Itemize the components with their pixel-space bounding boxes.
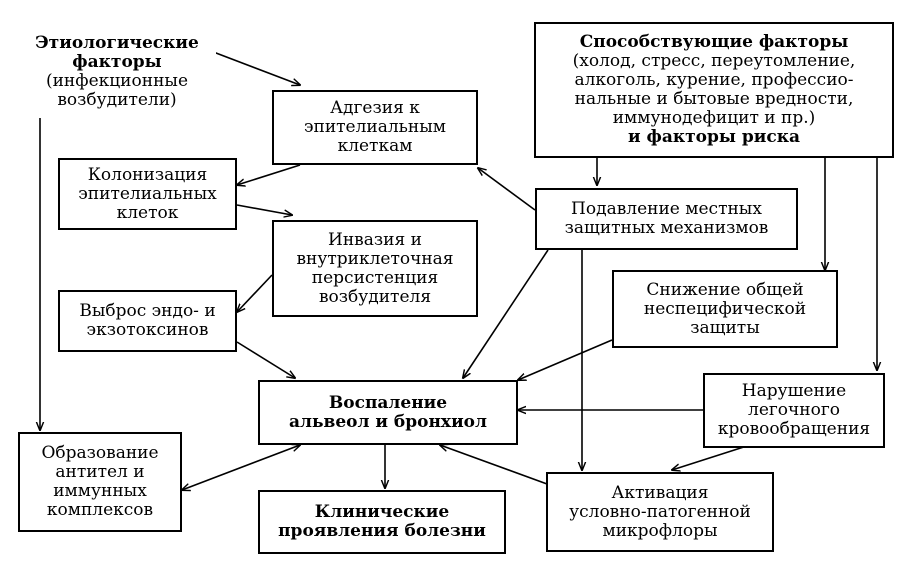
arrow-circulation-to-activation xyxy=(672,444,751,470)
etiology-title-1: Этиологические xyxy=(35,33,199,53)
arrow-invasion-to-toxins xyxy=(237,274,273,312)
arrow-toxins-to-inflammation xyxy=(236,341,295,378)
contributing-title: Способствующие факторы xyxy=(579,32,849,52)
inflammation-line-1: Воспаление xyxy=(328,392,448,413)
arrow-activation-to-inflammation xyxy=(440,445,559,489)
clinical-line-1: Клинические xyxy=(314,502,450,522)
etiology-sub-2: возбудители) xyxy=(57,90,177,110)
contributing-tail: и факторы риска xyxy=(627,127,800,147)
suppression-line-1: Подавление местных xyxy=(571,199,762,219)
clinical-manifestations-box: Клинические проявления болезни xyxy=(258,490,506,554)
adhesion-line-1: Адгезия к xyxy=(330,98,420,118)
colonization-line-1: Колонизация xyxy=(87,164,208,185)
inflammation-box: Воспаление альвеол и бронхиол xyxy=(258,380,518,445)
arrow-antibodies-to-inflammation xyxy=(182,445,300,490)
arrow-colonization-to-invasion xyxy=(236,204,292,215)
invasion-line-4: возбудителя xyxy=(318,286,432,307)
colonization-line-2: эпителиальных xyxy=(78,183,217,204)
nonspecific-line-2: неспецифической xyxy=(643,298,807,319)
arrow-adhesion-to-colonization xyxy=(237,164,301,185)
contributing-sub-2: алкоголь, курение, профессио- xyxy=(574,70,854,90)
suppression-line-2: защитных механизмов xyxy=(564,218,769,238)
contributing-sub-1: (холод, стресс, переутомление, xyxy=(572,51,856,71)
adhesion-line-2: эпителиальным xyxy=(303,117,447,137)
toxins-box: Выброс эндо- и экзотоксинов xyxy=(58,290,237,352)
circulation-line-2: легочного xyxy=(748,400,840,420)
toxins-line-1: Выброс эндо- и xyxy=(79,301,216,321)
invasion-line-1: Инвазия и xyxy=(328,229,422,250)
activation-line-3: микрофлоры xyxy=(602,520,718,541)
invasion-line-2: внутриклеточная xyxy=(296,248,454,269)
colonization-line-3: клеток xyxy=(116,202,179,223)
contributing-factors-box: Способствующие факторы (холод, стресс, п… xyxy=(534,22,894,158)
nonspecific-line-1: Снижение общей xyxy=(646,279,804,300)
arrow-suppression-to-inflammation xyxy=(463,249,549,378)
antibodies-line-3: иммунных xyxy=(53,481,147,501)
activation-box: Активация условно-патогенной микрофлоры xyxy=(546,472,774,552)
etiology-title-2: факторы xyxy=(72,52,162,72)
suppression-box: Подавление местных защитных механизмов xyxy=(535,188,798,250)
adhesion-box: Адгезия к эпителиальным клеткам xyxy=(272,90,478,165)
invasion-line-3: персистенция xyxy=(311,267,439,288)
arrow-nonspecific-to-inflammation xyxy=(518,339,613,380)
activation-line-2: условно-патогенной xyxy=(569,501,751,522)
contributing-sub-4: иммунодефицит и пр.) xyxy=(612,108,816,128)
inflammation-line-2: альвеол и бронхиол xyxy=(288,411,487,432)
circulation-line-1: Нарушение xyxy=(741,381,847,401)
activation-line-1: Активация xyxy=(611,482,709,503)
colonization-box: Колонизация эпителиальных клеток xyxy=(58,158,237,230)
invasion-box: Инвазия и внутриклеточная персистенция в… xyxy=(272,220,478,317)
antibodies-line-2: антител и xyxy=(55,462,145,482)
etiology-sub-1: (инфекционные xyxy=(45,71,189,91)
nonspecific-defense-box: Снижение общей неспецифической защиты xyxy=(612,270,838,348)
arrow-suppression-to-adhesion xyxy=(478,168,536,211)
nonspecific-line-3: защиты xyxy=(690,317,760,338)
antibodies-line-4: комплексов xyxy=(46,500,154,520)
circulation-line-3: кровообращения xyxy=(717,419,871,439)
circulation-box: Нарушение легочного кровообращения xyxy=(703,373,885,448)
adhesion-line-3: клеткам xyxy=(337,136,413,156)
contributing-sub-3: нальные и бытовые вредности, xyxy=(574,89,854,109)
antibodies-line-1: Образование xyxy=(41,443,159,463)
etiology-factors: Этиологические факторы (инфекционные воз… xyxy=(18,26,216,118)
clinical-line-2: проявления болезни xyxy=(278,521,486,541)
antibodies-box: Образование антител и иммунных комплексо… xyxy=(18,432,182,532)
toxins-line-2: экзотоксинов xyxy=(86,320,209,340)
